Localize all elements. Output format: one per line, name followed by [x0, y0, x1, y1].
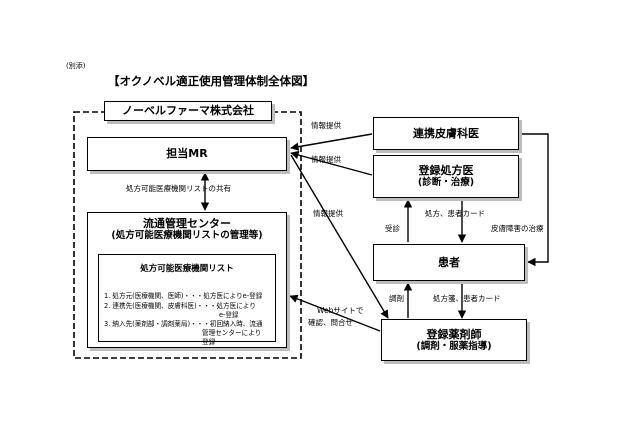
skin-treatment-label: 皮膚障害の治療 — [491, 224, 544, 233]
web-label-2: 確認、問合せ — [308, 318, 353, 327]
info-label-3: 情報提供 — [313, 209, 343, 218]
derm-box: 連携皮膚科医 — [373, 117, 519, 150]
company-name: ノーベルファーマ株式会社 — [104, 101, 272, 121]
pharmacist-box: 登録薬剤師 (調剤・服薬指導) — [381, 319, 527, 361]
list-title: 処方可能医療機関リスト — [140, 264, 234, 274]
pharmacist-to-center-arrow — [289, 294, 381, 332]
doctor-sub: (診断・治療) — [417, 177, 475, 189]
rx-card-label-2: 処方箋、患者カード — [433, 294, 501, 303]
info-label-2: 情報提供 — [311, 155, 341, 164]
list-item-3-cont: 管理センターにより — [202, 329, 262, 337]
dispense-label: 調剤 — [389, 294, 404, 303]
page-title: 【オクノベル適正使用管理体制全体図】 — [108, 74, 315, 88]
doctor-title: 登録処方医 — [418, 164, 474, 178]
list-item-2: 2. 連携先(医療機関、皮膚科医)・・・処方医により — [104, 302, 256, 310]
visit-label: 受診 — [385, 224, 400, 233]
center-subtitle: (処方可能医療機関リストの管理等) — [111, 230, 263, 242]
share-label: 処方可能医療機関リストの共有 — [126, 184, 231, 193]
list-item-3-cont2: 登録 — [202, 338, 216, 346]
pharmacist-sub: (調剤・服薬指導) — [416, 340, 492, 352]
annex-label: (別添) — [66, 62, 86, 70]
info-label-1: 情報提供 — [311, 121, 341, 130]
list-item-2-cont: e-登録 — [219, 311, 239, 319]
mr-to-pharmacist-arrow — [290, 154, 389, 319]
doctor-to-mr-arrow — [290, 150, 373, 176]
derm-to-mr-arrow — [290, 133, 373, 151]
mr-box: 担当MR — [87, 137, 287, 171]
center-title: 流通管理センター — [143, 217, 231, 230]
prescribable-list-box: 処方可能医療機関リスト — [98, 254, 276, 342]
doctor-box: 登録処方医 (診断・治療) — [373, 155, 519, 198]
patient-box: 患者 — [373, 244, 525, 281]
web-label-1: Webサイトで — [317, 306, 364, 315]
list-item-3: 3. 納入先(薬剤部・調剤薬局)・・・初回納入時、流通 — [104, 320, 263, 328]
rx-card-label-1: 処方、患者カード — [425, 209, 485, 218]
derm-to-patient-arrow — [520, 133, 549, 267]
list-item-1: 1. 処方元(医療機関、医師)・・・処方医によりe-登録 — [104, 292, 263, 300]
pharmacist-title: 登録薬剤師 — [426, 327, 482, 341]
